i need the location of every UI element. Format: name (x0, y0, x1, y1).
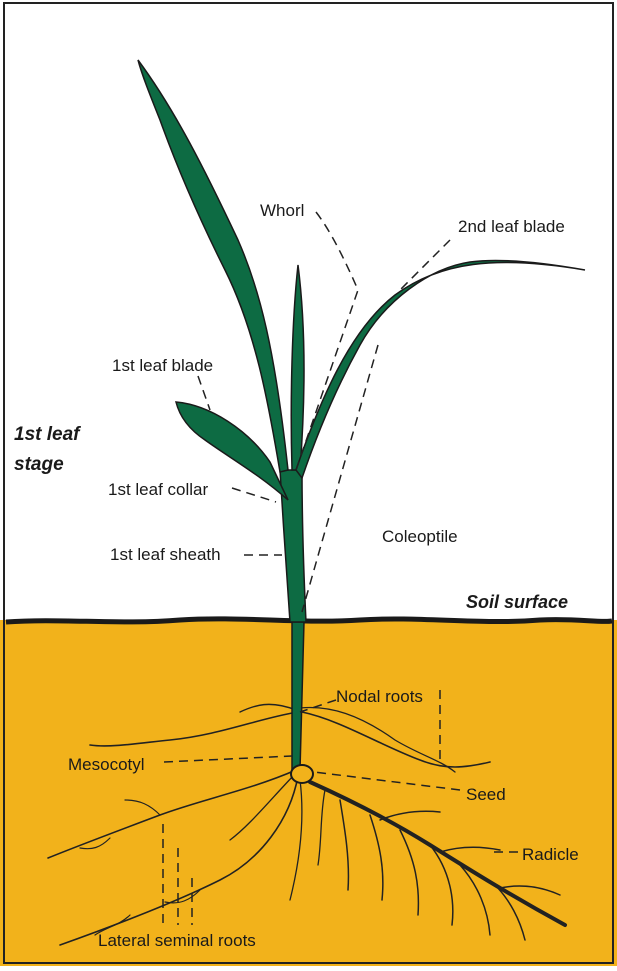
sky-area (0, 0, 617, 622)
seed (291, 765, 313, 783)
lateral-seminal-roots-label: Lateral seminal roots (98, 931, 256, 950)
stage-label-line2: stage (14, 454, 64, 475)
first-leaf-blade-label: 1st leaf blade (112, 356, 213, 375)
first-leaf-collar-label: 1st leaf collar (108, 480, 208, 499)
coleoptile-label: Coleoptile (382, 527, 458, 546)
soil-area (0, 620, 617, 966)
soil-surface-label: Soil surface (466, 592, 568, 612)
radicle-label: Radicle (522, 845, 579, 864)
seed-label: Seed (466, 785, 506, 804)
nodal-roots-label: Nodal roots (336, 687, 423, 706)
mesocotyl-label: Mesocotyl (68, 755, 145, 774)
soil-surface-line (6, 619, 612, 622)
first-leaf-sheath-label: 1st leaf sheath (110, 545, 221, 564)
whorl-label: Whorl (260, 201, 304, 220)
stage-label-line1: 1st leaf (14, 424, 81, 445)
second-leaf-blade-label: 2nd leaf blade (458, 217, 565, 236)
